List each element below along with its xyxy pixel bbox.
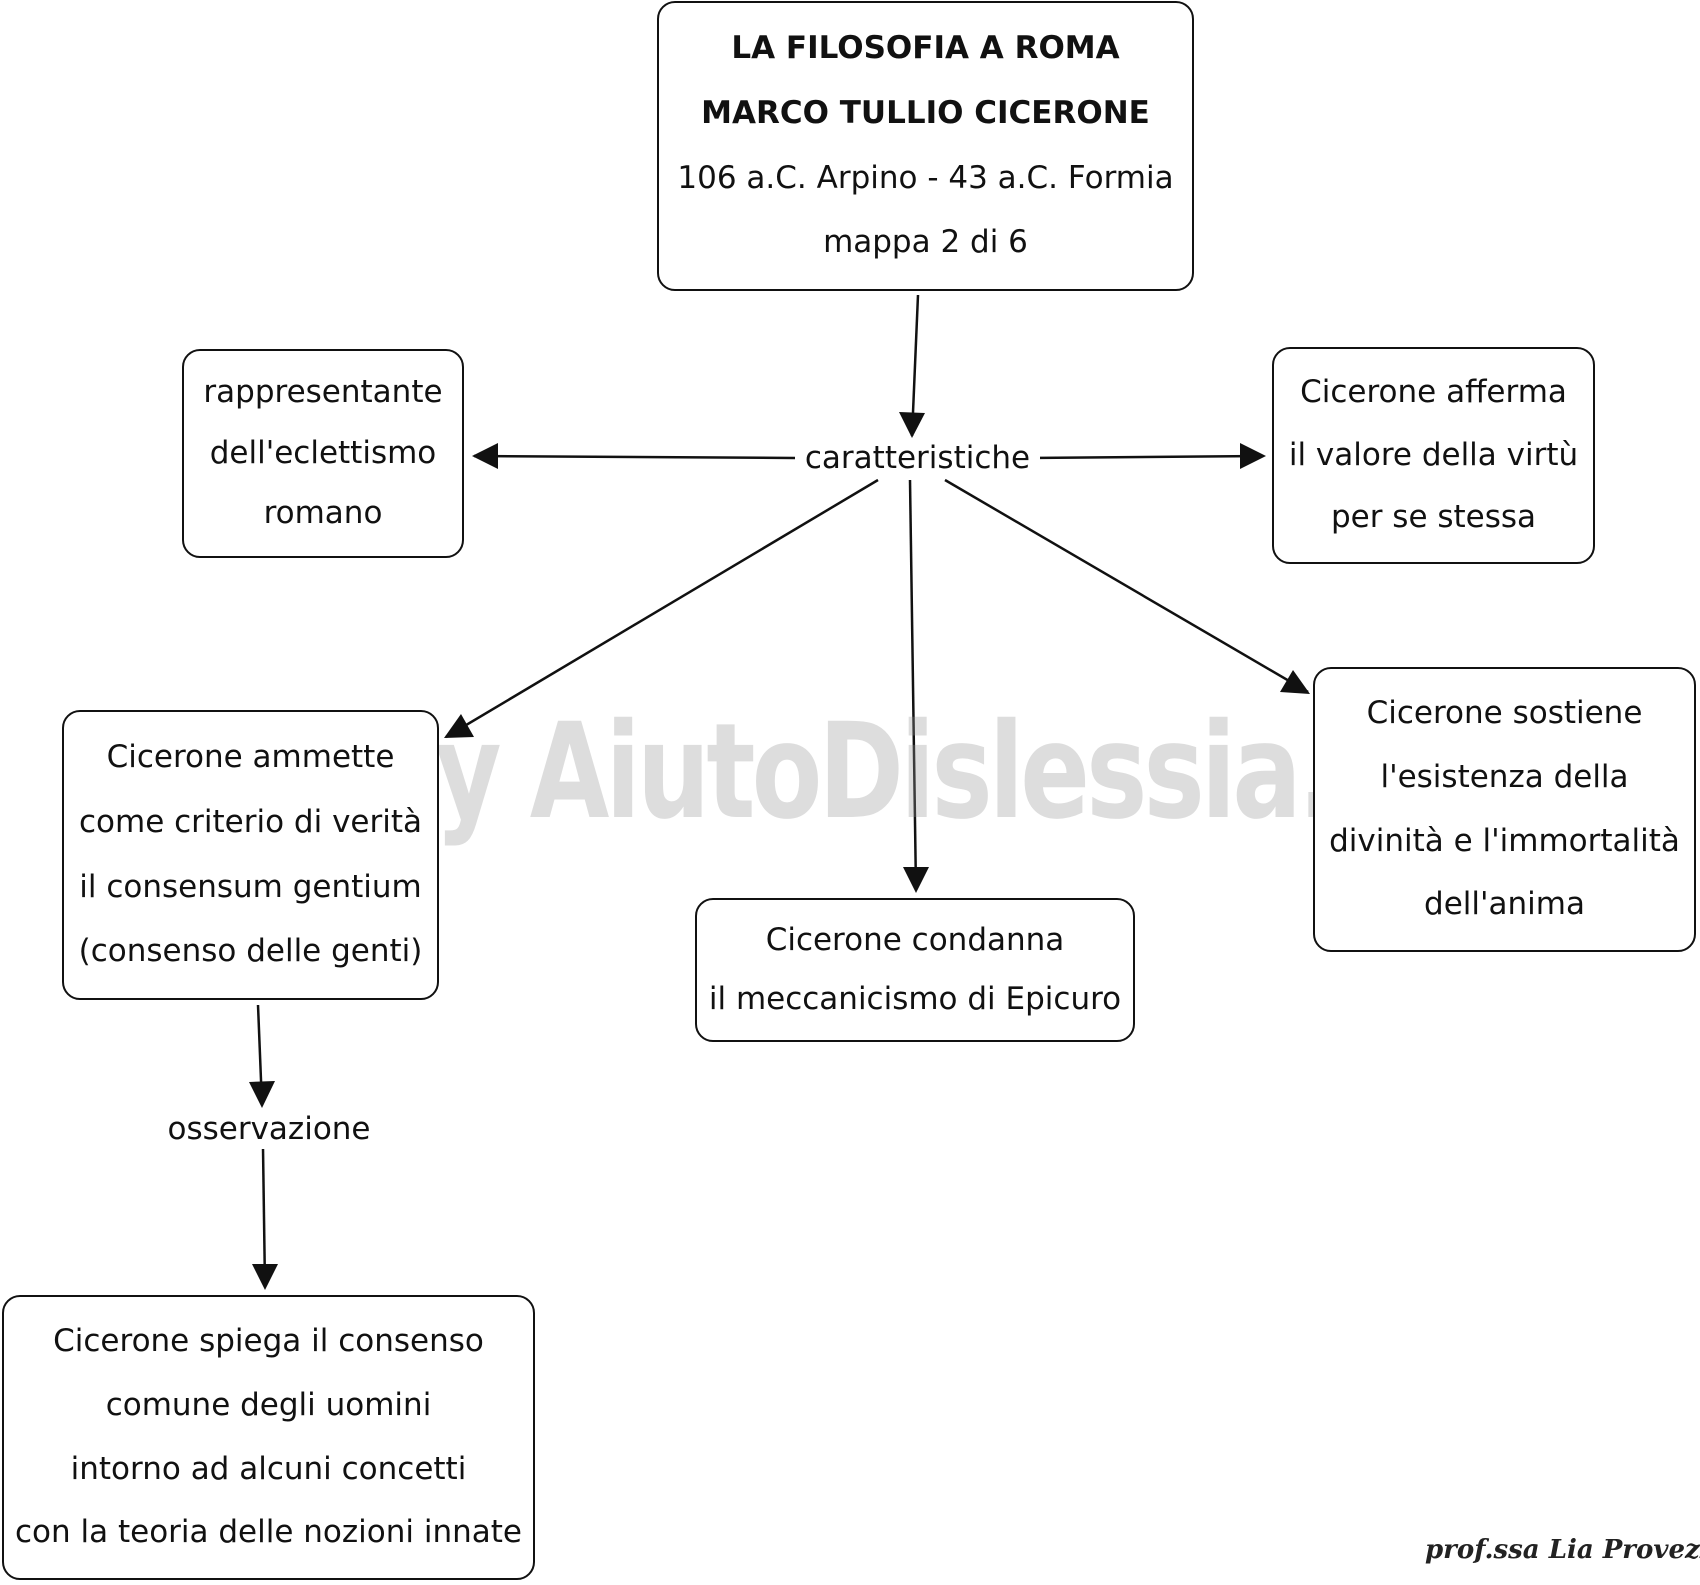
node-nozioni: Cicerone spiega il consenso comune degli…	[2, 1295, 535, 1580]
map-number: mappa 2 di 6	[823, 224, 1028, 261]
link-label-osservazione: osservazione	[158, 1109, 380, 1149]
arrowhead-nozioni	[252, 1264, 278, 1290]
node-line: Cicerone ammette	[106, 739, 395, 776]
title-box: LA FILOSOFIA A ROMA MARCO TULLIO CICERON…	[657, 1, 1194, 291]
node-line: Cicerone afferma	[1300, 374, 1567, 411]
node-line: rappresentante	[203, 374, 443, 411]
node-divinita: Cicerone sostiene l'esistenza della divi…	[1313, 667, 1696, 952]
node-line: divinità e l'immortalità	[1329, 822, 1680, 859]
edge-hub-to-eclettismo	[473, 454, 796, 460]
edge-hub-to-virtu	[1027, 454, 1264, 460]
arrowhead-hub	[899, 412, 925, 438]
node-line: l'esistenza della	[1380, 759, 1629, 796]
arrowhead-divinita	[1280, 670, 1310, 694]
node-line: (consenso delle genti)	[78, 933, 423, 970]
node-line: il meccanicismo di Epicuro	[708, 980, 1122, 1017]
node-line: Cicerone spiega il consenso	[53, 1323, 484, 1360]
node-line: comune degli uomini	[105, 1387, 432, 1424]
node-line: con la teoria delle nozioni innate	[15, 1514, 522, 1551]
arrowhead-consensum	[444, 714, 474, 738]
node-line: romano	[263, 495, 383, 532]
node-line: Cicerone sostiene	[1366, 695, 1643, 732]
title-line: LA FILOSOFIA A ROMA	[731, 30, 1120, 67]
node-line: il consensum gentium	[79, 868, 422, 905]
node-line: come criterio di verità	[78, 804, 422, 841]
author-signature: prof.ssa Lia Provezza	[1425, 1535, 1700, 1565]
node-line: dell'anima	[1424, 886, 1585, 923]
life-dates: 106 a.C. Arpino - 43 a.C. Formia	[677, 159, 1174, 196]
edge-hub-to-consensum	[445, 478, 879, 739]
hub-label: caratteristiche	[795, 438, 1040, 478]
arrowhead-virtu	[1240, 443, 1266, 469]
node-line: il valore della virtù	[1288, 436, 1579, 473]
arrowhead-eclettismo	[472, 443, 498, 469]
node-consensum: Cicerone ammette come criterio di verità…	[62, 710, 439, 1000]
node-epicuro: Cicerone condanna il meccanicismo di Epi…	[695, 898, 1135, 1042]
arrowhead-epicuro	[903, 867, 929, 893]
edge-hub-to-divinita	[944, 478, 1309, 694]
arrowhead-osservazione	[249, 1081, 275, 1108]
node-eclettismo: rappresentante dell'eclettismo romano	[182, 349, 464, 558]
edge-hub-to-epicuro	[908, 479, 918, 891]
edge-osservazione-to-nozioni	[261, 1147, 267, 1288]
node-line: per se stessa	[1330, 499, 1537, 536]
node-virtu: Cicerone afferma il valore della virtù p…	[1272, 347, 1595, 564]
author-name: MARCO TULLIO CICERONE	[701, 95, 1150, 132]
node-line: Cicerone condanna	[765, 921, 1065, 958]
node-line: dell'eclettismo	[209, 434, 437, 471]
node-line: intorno ad alcuni concetti	[70, 1450, 467, 1487]
edge-title-to-hub	[910, 294, 920, 437]
